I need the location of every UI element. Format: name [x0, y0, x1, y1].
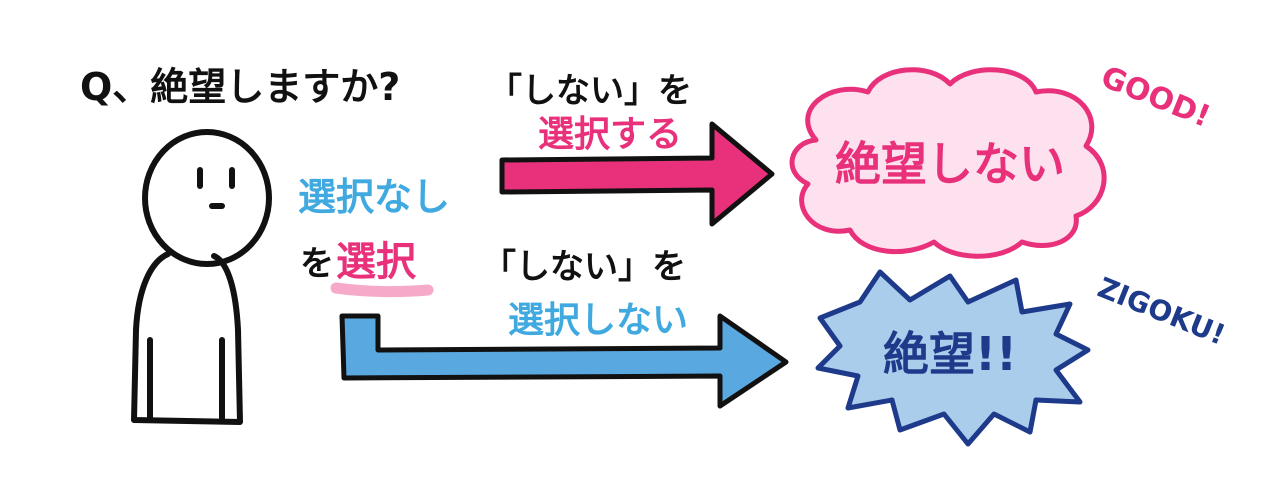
top-path-line1: 「しない」を [488, 71, 692, 111]
zigoku-exclaim: ZIGOKU! [1093, 271, 1230, 352]
good-cloud [789, 67, 1107, 259]
person-body [131, 251, 243, 425]
zigoku-burst [815, 269, 1091, 447]
top-result-text: 絶望しない [835, 137, 1065, 191]
question-text: Q、絶望しますか? [80, 65, 400, 109]
bottom-path-line1: 「しない」を [482, 247, 686, 287]
person-figure [131, 129, 272, 425]
center-label-emphasis: 選択 [336, 239, 417, 285]
top-arrow [499, 121, 775, 227]
center-label-line1: 選択なし [298, 175, 450, 219]
good-exclaim: GOOD! [1096, 60, 1215, 135]
center-label-particle: を [300, 244, 334, 284]
top-path-line2: 選択する [538, 114, 682, 155]
bottom-arrow [339, 313, 789, 409]
bottom-path-line2: 選択しない [508, 300, 688, 341]
emphasis-underline [330, 282, 434, 298]
bottom-result-text: 絶望!! [883, 327, 1017, 381]
person-head [142, 129, 272, 267]
